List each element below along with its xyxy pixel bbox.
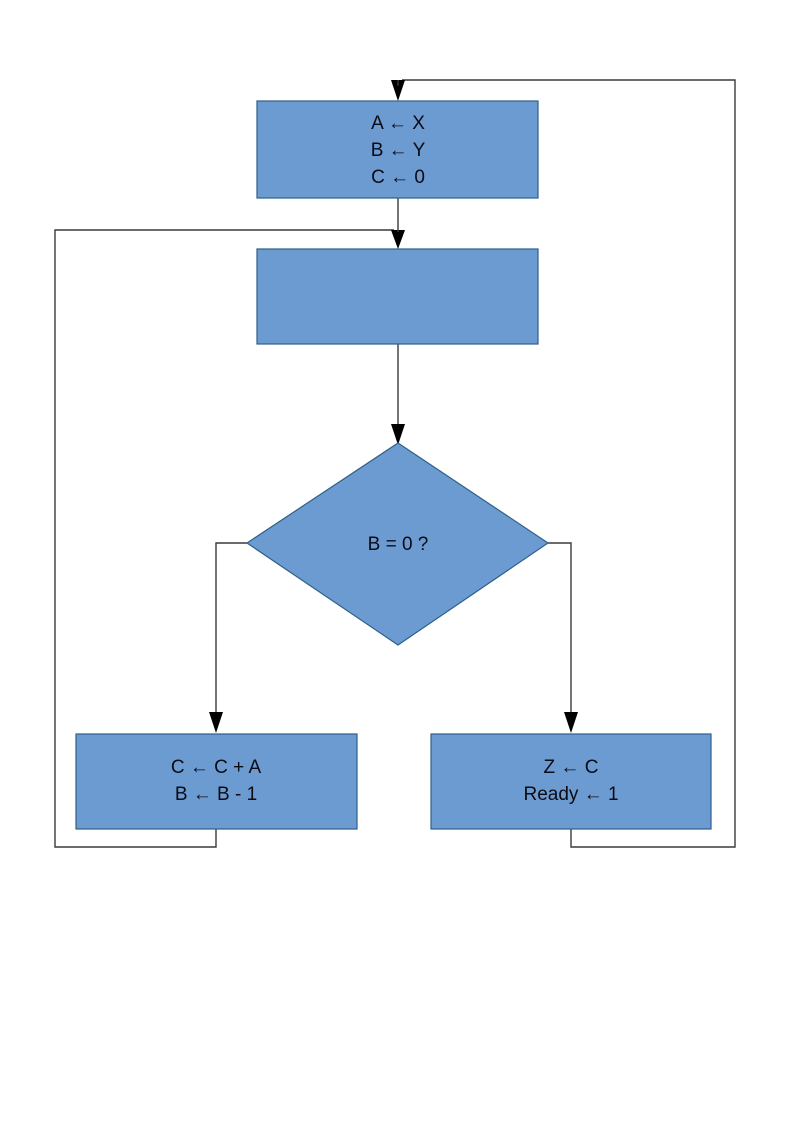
node-finish[interactable]: Z ← C Ready ← 1 — [430, 733, 712, 830]
edge-accumulate-loop-back[interactable] — [54, 229, 405, 848]
node-finish-line-2: Ready ← 1 — [523, 784, 618, 805]
arrow-head-into-init — [391, 80, 405, 101]
edge-decision-no-to-finish[interactable] — [548, 542, 578, 733]
arrow-head-into-accumulate — [209, 712, 223, 733]
node-accumulate-shape — [75, 733, 358, 830]
edge-path — [548, 542, 572, 712]
arrow-head-into-blank-process — [391, 230, 405, 249]
node-blank-process[interactable] — [256, 248, 539, 345]
arrow-head-into-decision — [391, 424, 405, 445]
node-decision-label: B = 0 ? — [368, 534, 429, 555]
node-accumulate-line-2: B ← B - 1 — [175, 784, 257, 805]
node-init-line-1: A ← X — [371, 113, 425, 134]
node-accumulate-line-1: C ← C + A — [171, 757, 262, 778]
node-finish-line-1: Z ← C — [544, 757, 599, 778]
node-blank-process-shape — [256, 248, 539, 345]
edge-decision-yes-to-accumulate[interactable] — [209, 542, 247, 733]
node-decision-shape — [245, 442, 550, 646]
edge-finish-loop-back[interactable] — [391, 79, 736, 848]
arrow-head-into-finish — [564, 712, 578, 733]
edge-path — [402, 79, 736, 848]
node-init[interactable]: A ← X B ← Y C ← 0 — [256, 100, 539, 199]
node-accumulate[interactable]: C ← C + A B ← B - 1 — [75, 733, 358, 830]
node-finish-shape — [430, 733, 712, 830]
edge-path — [54, 229, 394, 848]
edge-path — [215, 542, 247, 712]
node-init-line-2: B ← Y — [371, 140, 426, 161]
node-init-line-3: C ← 0 — [371, 167, 425, 188]
node-decision[interactable]: B = 0 ? — [245, 442, 550, 646]
node-init-shape — [256, 100, 539, 199]
edge-blank-process-to-decision[interactable] — [391, 344, 405, 445]
